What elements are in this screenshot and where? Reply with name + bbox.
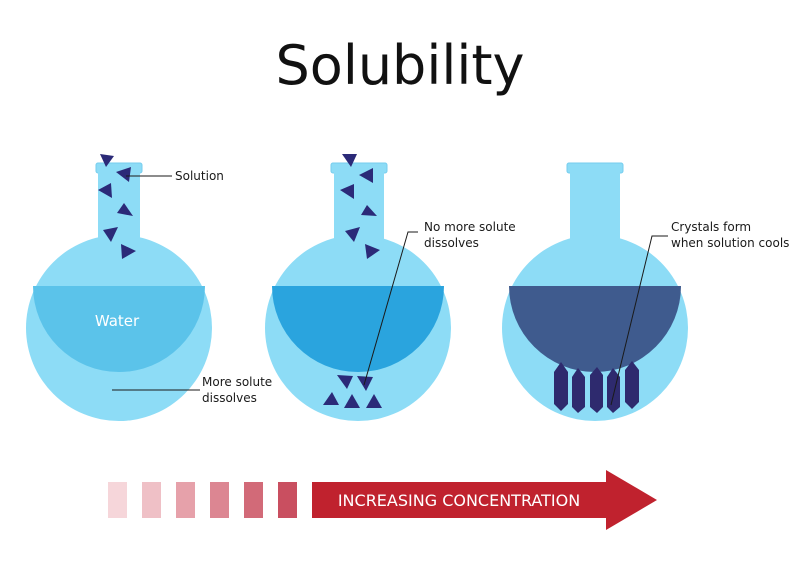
flask-saturated — [502, 162, 688, 421]
solute-particles — [340, 154, 380, 259]
gradient-square — [142, 482, 161, 518]
concentration-gradient — [108, 482, 297, 518]
more-solute-label-line1: More solute — [202, 375, 272, 389]
no-more-solute-label-line1: No more solute — [424, 220, 516, 234]
crystals-leader-line — [610, 235, 668, 406]
flask-water: Water — [26, 154, 212, 421]
solution-label: Solution — [175, 169, 224, 183]
more-solute-label-line2: dissolves — [202, 391, 257, 405]
solution-liquid — [272, 286, 444, 372]
solute-particles — [98, 154, 136, 259]
flask-solution — [265, 154, 451, 421]
concentration-arrow — [312, 470, 657, 530]
no-more-solute-leader-line — [363, 231, 418, 386]
gradient-square — [176, 482, 195, 518]
settled-solute — [323, 375, 382, 408]
no-more-solute-label-line2: dissolves — [424, 236, 479, 250]
gradient-square — [210, 482, 229, 518]
water-label: Water — [95, 312, 140, 330]
gradient-square — [244, 482, 263, 518]
concentration-arrow-label: INCREASING CONCENTRATION — [338, 491, 580, 510]
page-title: Solubility — [276, 34, 525, 97]
saturated-liquid — [509, 286, 681, 372]
crystals-label-line2: when solution cools — [671, 236, 789, 250]
gradient-square — [278, 482, 297, 518]
gradient-square — [108, 482, 127, 518]
crystals-label-line1: Crystals form — [671, 220, 751, 234]
